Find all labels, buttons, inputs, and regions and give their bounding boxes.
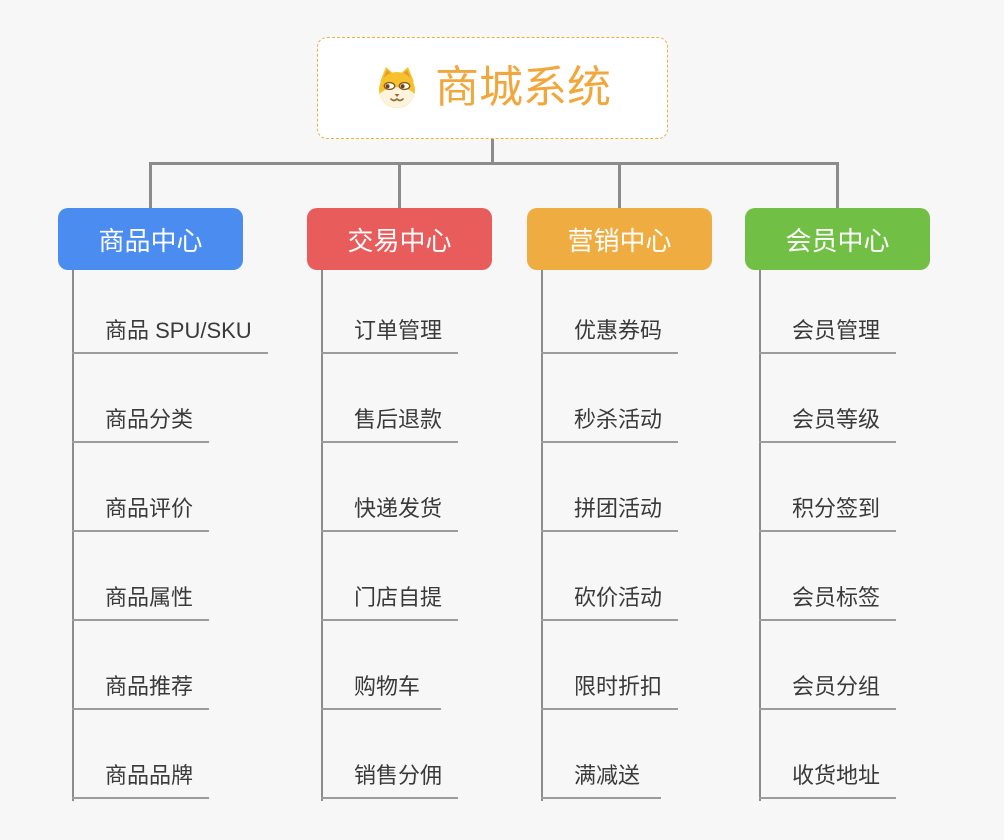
- leaf-node[interactable]: 积分签到: [759, 496, 897, 532]
- branch-children-members: 会员管理 会员等级 积分签到 会员标签 会员分组 收货地址: [759, 270, 999, 799]
- leaf-node[interactable]: 快递发货: [321, 496, 459, 532]
- leaf-node[interactable]: 商品品牌: [72, 763, 210, 799]
- branch-node-marketing-center[interactable]: 营销中心: [527, 208, 712, 270]
- branch-label: 商品中心: [98, 225, 203, 256]
- leaf-node[interactable]: 收货地址: [759, 763, 897, 799]
- branch-node-trade-center[interactable]: 交易中心: [307, 208, 492, 270]
- leaf-node[interactable]: 商品分类: [72, 407, 210, 443]
- connector-drop-members: [836, 162, 839, 208]
- connector-drop-trade: [398, 162, 401, 208]
- branch-children-marketing: 优惠券码 秒杀活动 拼团活动 砍价活动 限时折扣 满减送: [541, 270, 781, 799]
- branch-label: 营销中心: [567, 225, 672, 256]
- leaf-node[interactable]: 会员管理: [759, 318, 897, 354]
- branch-label: 会员中心: [785, 225, 890, 256]
- branch-children-trade: 订单管理 售后退款 快递发货 门店自提 购物车 销售分佣: [321, 270, 561, 799]
- leaf-node[interactable]: 销售分佣: [321, 763, 459, 799]
- leaf-node[interactable]: 限时折扣: [541, 674, 679, 710]
- dog-face-icon: [374, 66, 420, 110]
- leaf-node[interactable]: 商品 SPU/SKU: [72, 318, 268, 354]
- connector-spine-products: [72, 270, 74, 801]
- branch-label: 交易中心: [347, 225, 452, 256]
- leaf-node[interactable]: 商品推荐: [72, 674, 210, 710]
- leaf-node[interactable]: 会员分组: [759, 674, 897, 710]
- leaf-node[interactable]: 优惠券码: [541, 318, 679, 354]
- leaf-node[interactable]: 售后退款: [321, 407, 459, 443]
- connector-bus-line: [149, 162, 839, 165]
- leaf-node[interactable]: 会员标签: [759, 585, 897, 621]
- connector-spine-marketing: [541, 270, 543, 801]
- branch-children-products: 商品 SPU/SKU 商品分类 商品评价 商品属性 商品推荐 商品品牌: [72, 270, 312, 799]
- connector-drop-products: [149, 162, 152, 208]
- leaf-node[interactable]: 满减送: [541, 763, 661, 799]
- connector-spine-trade: [321, 270, 323, 801]
- leaf-node[interactable]: 砍价活动: [541, 585, 679, 621]
- connector-drop-marketing: [618, 162, 621, 208]
- leaf-node[interactable]: 秒杀活动: [541, 407, 679, 443]
- leaf-node[interactable]: 商品评价: [72, 496, 210, 532]
- leaf-node[interactable]: 拼团活动: [541, 496, 679, 532]
- leaf-node[interactable]: 订单管理: [321, 318, 459, 354]
- leaf-node[interactable]: 会员等级: [759, 407, 897, 443]
- root-node-mall-system[interactable]: 商城系统: [317, 37, 668, 139]
- connector-root-stub: [491, 139, 494, 165]
- connector-spine-members: [759, 270, 761, 801]
- branch-node-member-center[interactable]: 会员中心: [745, 208, 930, 270]
- leaf-node[interactable]: 购物车: [321, 674, 441, 710]
- branch-node-product-center[interactable]: 商品中心: [58, 208, 243, 270]
- leaf-node[interactable]: 商品属性: [72, 585, 210, 621]
- leaf-node[interactable]: 门店自提: [321, 585, 459, 621]
- root-node-label: 商城系统: [435, 63, 611, 112]
